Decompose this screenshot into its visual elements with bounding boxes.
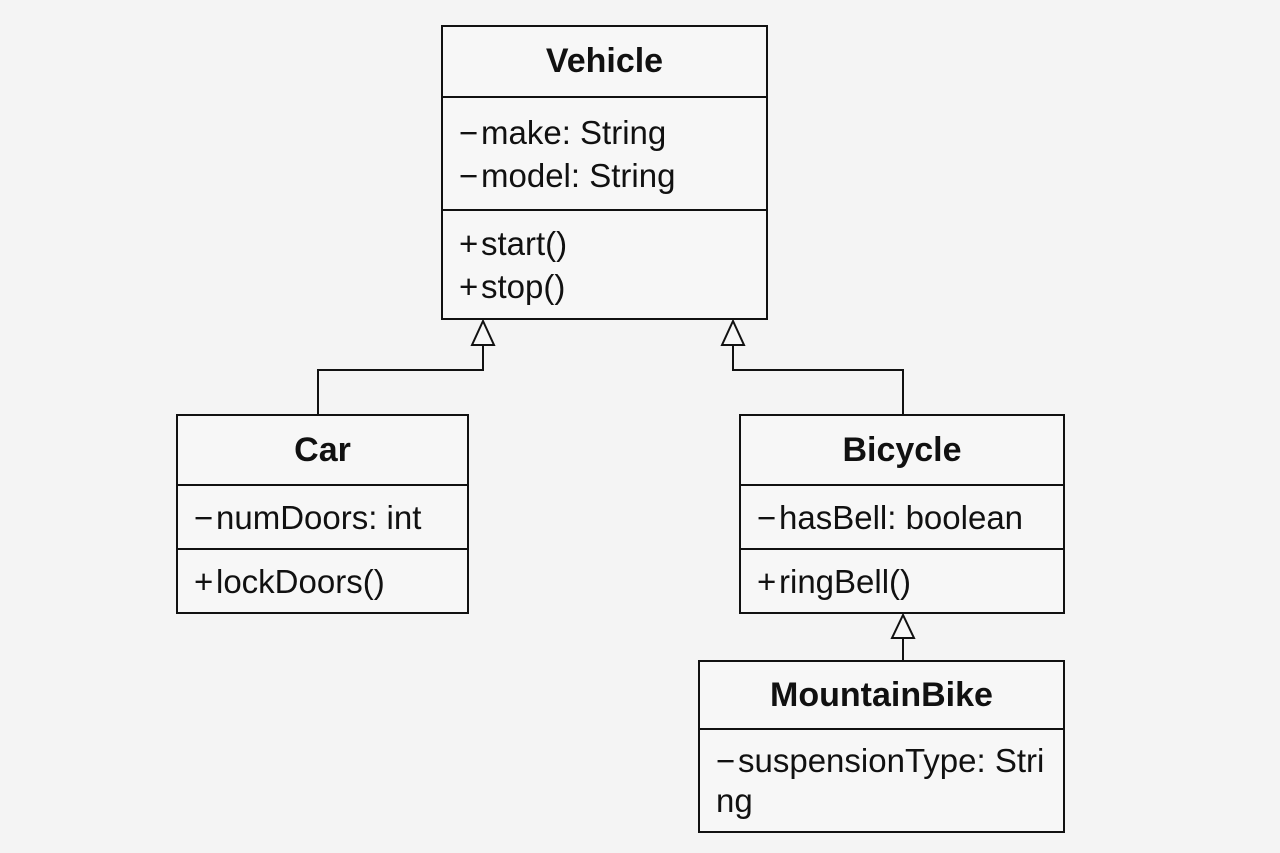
operation-stop: +stop() bbox=[459, 265, 758, 308]
operation-text: start() bbox=[481, 224, 568, 262]
operations-bicycle: +ringBell() bbox=[741, 550, 1063, 612]
attribute-text: model: String bbox=[481, 156, 676, 194]
class-name-bicycle: Bicycle bbox=[741, 416, 1063, 486]
generalization-car-vehicle bbox=[317, 345, 484, 414]
operation-text: lockDoors() bbox=[216, 562, 385, 600]
attributes-vehicle: −make: String −model: String bbox=[443, 98, 766, 211]
operations-vehicle: +start() +stop() bbox=[443, 211, 766, 318]
attributes-mountainbike: −suspensionType: String bbox=[700, 730, 1063, 831]
attribute-text: suspensionType: String bbox=[716, 741, 1045, 819]
generalization-arrowhead-car-vehicle bbox=[470, 318, 496, 346]
operations-car: +lockDoors() bbox=[178, 550, 467, 612]
attribute-text: make: String bbox=[481, 113, 667, 151]
operation-text: stop() bbox=[481, 267, 566, 305]
operation-lockdoors: +lockDoors() bbox=[194, 560, 459, 603]
attribute-text: numDoors: int bbox=[216, 498, 422, 536]
visibility-public: + bbox=[194, 562, 214, 600]
class-name-mountainbike: MountainBike bbox=[700, 662, 1063, 730]
operation-ringbell: +ringBell() bbox=[757, 560, 1055, 603]
attribute-suspensiontype: −suspensionType: String bbox=[716, 741, 1053, 821]
visibility-public: + bbox=[757, 562, 777, 600]
attributes-car: −numDoors: int bbox=[178, 486, 467, 550]
class-name-vehicle: Vehicle bbox=[443, 27, 766, 98]
attributes-bicycle: −hasBell: boolean bbox=[741, 486, 1063, 550]
visibility-private: − bbox=[459, 156, 479, 194]
operation-start: +start() bbox=[459, 222, 758, 265]
attribute-model: −model: String bbox=[459, 154, 758, 197]
visibility-private: − bbox=[194, 498, 214, 536]
class-name-car: Car bbox=[178, 416, 467, 486]
attribute-text: hasBell: boolean bbox=[779, 498, 1024, 536]
attribute-hasbell: −hasBell: boolean bbox=[757, 496, 1055, 539]
generalization-arrowhead-mountainbike-bicycle bbox=[890, 612, 916, 639]
visibility-private: − bbox=[716, 741, 736, 779]
generalization-bicycle-vehicle bbox=[732, 345, 904, 414]
class-car[interactable]: Car −numDoors: int +lockDoors() bbox=[176, 414, 469, 614]
class-vehicle[interactable]: Vehicle −make: String −model: String +st… bbox=[441, 25, 768, 320]
class-bicycle[interactable]: Bicycle −hasBell: boolean +ringBell() bbox=[739, 414, 1065, 614]
visibility-private: − bbox=[459, 113, 479, 151]
attribute-numdoors: −numDoors: int bbox=[194, 496, 459, 539]
visibility-public: + bbox=[459, 224, 479, 262]
visibility-private: − bbox=[757, 498, 777, 536]
operation-text: ringBell() bbox=[779, 562, 912, 600]
attribute-make: −make: String bbox=[459, 111, 758, 154]
visibility-public: + bbox=[459, 267, 479, 305]
generalization-arrowhead-bicycle-vehicle bbox=[720, 318, 746, 346]
class-mountainbike[interactable]: MountainBike −suspensionType: String bbox=[698, 660, 1065, 833]
